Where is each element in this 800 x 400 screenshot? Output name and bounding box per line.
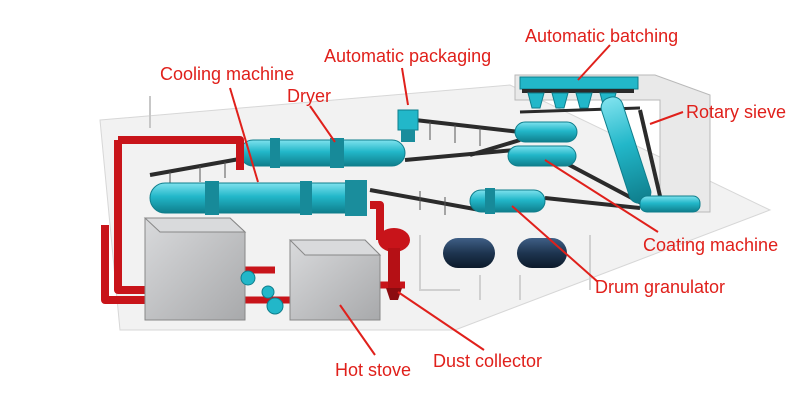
dust-collector-cyclone	[378, 228, 410, 300]
hot-air-pipes	[101, 136, 384, 304]
label-dryer: Dryer	[287, 86, 331, 106]
cooling-machine-drum	[149, 180, 367, 216]
leader-rotary-sieve	[649, 111, 684, 125]
hot-stove-unit	[143, 217, 247, 321]
leader-hot-stove	[339, 304, 376, 356]
leader-automatic-batching	[577, 44, 611, 81]
label-drum-granulator: Drum granulator	[595, 277, 725, 297]
automatic-packaging-machine	[397, 109, 419, 142]
coating-machine-unit	[639, 195, 701, 213]
raw-material-tanks	[443, 238, 567, 268]
label-automatic-packaging: Automatic packaging	[324, 46, 491, 66]
label-automatic-batching: Automatic batching	[525, 26, 678, 46]
dryer-drum	[239, 138, 406, 168]
drum-granulator-machine	[469, 188, 546, 214]
dust-collector-housing	[288, 239, 382, 321]
leader-dust-collector	[397, 291, 485, 351]
leader-automatic-packaging	[401, 67, 409, 106]
leader-cooling-machine	[229, 87, 259, 183]
coating-machine-drum	[514, 121, 578, 143]
leader-dryer	[309, 105, 336, 143]
exhaust-fans	[240, 270, 284, 315]
screening-drum	[507, 145, 577, 167]
label-dust-collector: Dust collector	[433, 351, 542, 371]
conveyor-supports	[169, 122, 481, 215]
label-hot-stove: Hot stove	[335, 360, 411, 380]
leader-coating-machine	[544, 159, 659, 233]
leader-drum-granulator	[511, 205, 599, 283]
label-rotary-sieve: Rotary sieve	[686, 102, 786, 122]
label-coating-machine: Coating machine	[643, 235, 778, 255]
label-cooling-machine: Cooling machine	[160, 64, 294, 84]
floor-markings	[419, 235, 591, 300]
